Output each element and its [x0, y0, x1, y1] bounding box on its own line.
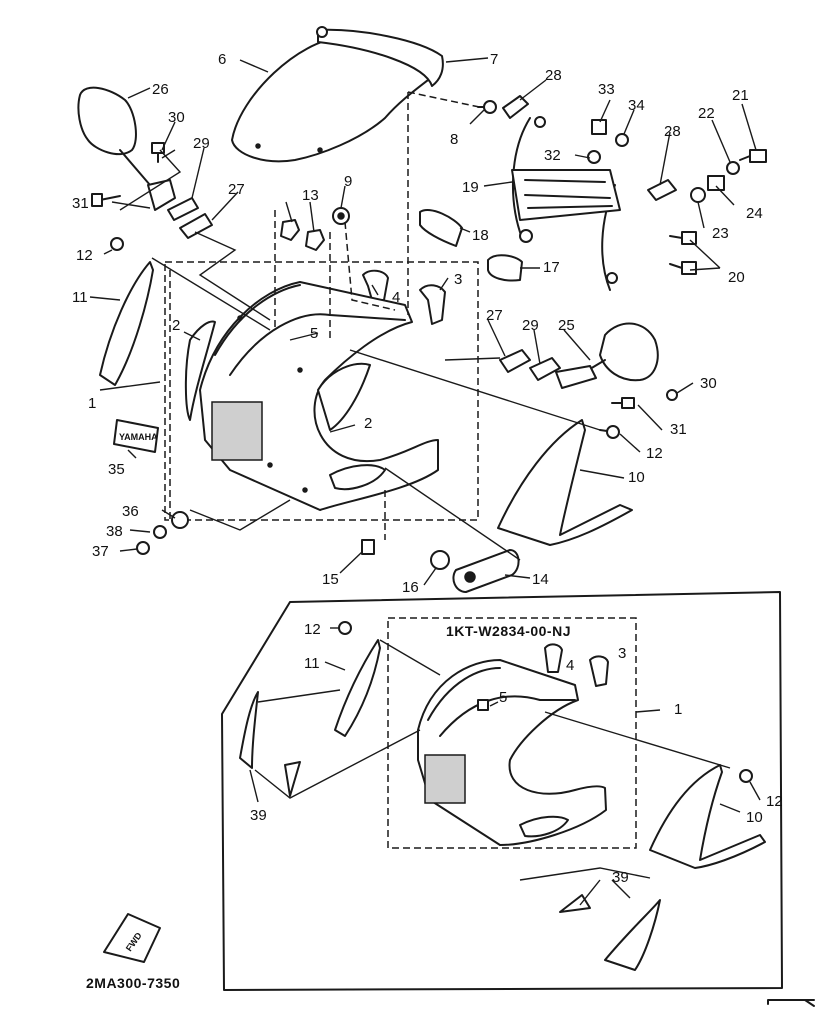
inset-callout-4: 4 — [566, 657, 574, 674]
cowling-assembly-box — [164, 261, 479, 521]
callout-31: 31 — [72, 195, 89, 212]
callout-10: 10 — [628, 469, 645, 486]
callout-13: 13 — [302, 187, 319, 204]
callout-34: 34 — [628, 97, 645, 114]
callout-28b: 28 — [664, 123, 681, 140]
callout-24: 24 — [746, 205, 763, 222]
inset-callout-3: 3 — [618, 645, 626, 662]
inset-callout-10: 10 — [746, 809, 763, 826]
variant-outer-box — [221, 591, 783, 991]
windshield-trim — [317, 28, 444, 87]
variant-trim-39d — [604, 899, 661, 971]
inset-callout-5: 5 — [499, 689, 507, 706]
fairing-stay — [511, 116, 621, 291]
connection-lines — [169, 91, 485, 540]
callout-21: 21 — [732, 87, 749, 104]
callout-11: 11 — [72, 289, 88, 306]
variant-code: 1KT-W2834-00-NJ — [446, 623, 571, 639]
callout-28: 28 — [545, 67, 562, 84]
callout-20: 20 — [728, 269, 745, 286]
callout-15: 15 — [322, 571, 339, 588]
callout-38: 38 — [106, 523, 123, 540]
callout-25: 25 — [558, 317, 575, 334]
callout-6: 6 — [218, 51, 226, 68]
callout-29: 29 — [193, 135, 210, 152]
callout-37: 37 — [92, 543, 109, 560]
callout-4: 4 — [392, 289, 400, 306]
variant-inner-box — [387, 617, 637, 849]
variant-trim-39c — [559, 894, 591, 913]
callout-30: 30 — [168, 109, 185, 126]
callout-8: 8 — [450, 131, 458, 148]
callout-26: 26 — [152, 81, 169, 98]
inset-callout-12b: 12 — [766, 793, 783, 810]
callout-22: 22 — [698, 105, 715, 122]
mirror-right — [555, 322, 659, 389]
inset-callout-11: 11 — [304, 655, 320, 672]
callout-9: 9 — [344, 173, 352, 190]
inset-callout-1: 1 — [674, 701, 682, 718]
fasteners — [91, 95, 767, 593]
callout-12b: 12 — [646, 445, 663, 462]
variant-trim-39b — [284, 761, 301, 797]
callout-29b: 29 — [522, 317, 539, 334]
callout-31b: 31 — [670, 421, 687, 438]
cowling-body — [199, 281, 439, 511]
callout-17: 17 — [543, 259, 560, 276]
callout-1: 1 — [88, 395, 96, 412]
variant-trim-39a — [239, 691, 259, 769]
leader-lines-upper — [89, 57, 757, 586]
callout-27: 27 — [228, 181, 245, 198]
callout-36: 36 — [122, 503, 139, 520]
inset-callout-12: 12 — [304, 621, 321, 638]
variant-side-cowl-left — [334, 639, 381, 737]
inset-callout-39a: 39 — [250, 807, 267, 824]
callout-2b: 2 — [364, 415, 372, 432]
variant-cowling-body — [417, 659, 607, 846]
callout-32: 32 — [544, 147, 561, 164]
callout-19: 19 — [462, 179, 479, 196]
inner-trim-left — [184, 320, 216, 421]
callout-14: 14 — [532, 571, 549, 588]
callout-27b: 27 — [486, 307, 503, 324]
callout-30b: 30 — [700, 375, 717, 392]
leader-lines-lower — [249, 627, 761, 906]
mirror-left — [77, 86, 176, 211]
variant-side-cowl-right — [649, 764, 766, 869]
side-cowl-left — [99, 261, 154, 386]
inner-panel — [317, 362, 371, 431]
callout-35: 35 — [108, 461, 125, 478]
callout-12: 12 — [76, 247, 93, 264]
callouts: 6 7 26 30 29 27 31 13 9 12 11 2 1 2 5 4 … — [72, 51, 783, 886]
inset-callout-39b: 39 — [612, 869, 629, 886]
callout-16: 16 — [402, 579, 419, 596]
callout-23: 23 — [712, 225, 729, 242]
corner-mark — [767, 999, 815, 1007]
callout-33: 33 — [598, 81, 615, 98]
callout-18: 18 — [472, 227, 489, 244]
brand-plate: YAMAHA — [113, 419, 159, 453]
drawing-number: 2MA300-7350 — [86, 975, 180, 991]
side-cowl-right — [497, 419, 633, 546]
callout-2: 2 — [172, 317, 180, 334]
fwd-arrow-icon: FWD — [103, 913, 161, 963]
callout-3: 3 — [454, 271, 462, 288]
brand-plate-text: YAMAHA — [119, 432, 158, 442]
callout-5: 5 — [310, 325, 318, 342]
callout-7: 7 — [490, 51, 498, 68]
